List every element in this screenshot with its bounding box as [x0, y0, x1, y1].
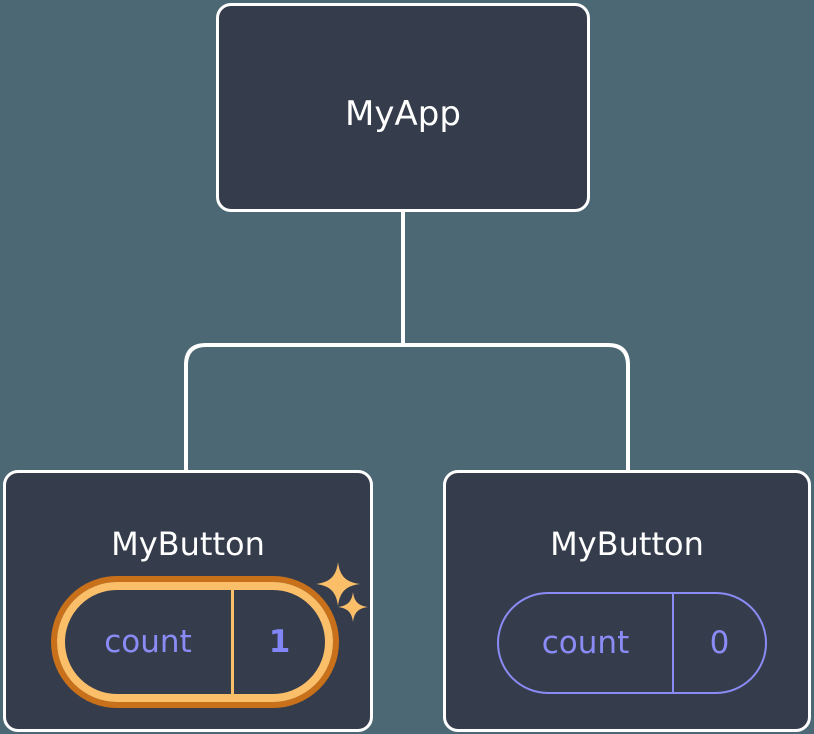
state-value-label: 1	[268, 623, 291, 660]
state-key-label: count	[104, 623, 192, 660]
state-pill-highlighted[interactable]: count 1	[51, 576, 339, 708]
node-root-myapp[interactable]: MyApp	[216, 3, 590, 212]
connector-bus	[184, 343, 630, 470]
state-value-cell: 0	[674, 594, 765, 692]
node-child-mybutton-right[interactable]: MyButton count 0	[443, 470, 811, 732]
state-value-cell: 1	[234, 590, 325, 694]
state-pill-highlighted-inner: count 1	[57, 582, 333, 702]
node-child-mybutton-left[interactable]: MyButton count 1	[3, 470, 373, 732]
state-key-cell: count	[499, 594, 674, 692]
state-pill-idle[interactable]: count 0	[497, 592, 767, 694]
state-key-label: count	[541, 624, 630, 661]
state-key-cell: count	[65, 590, 234, 694]
node-child-left-title: MyButton	[111, 525, 265, 563]
node-root-title: MyApp	[345, 94, 461, 134]
state-value-label: 0	[709, 624, 730, 661]
node-child-right-title: MyButton	[550, 525, 704, 563]
